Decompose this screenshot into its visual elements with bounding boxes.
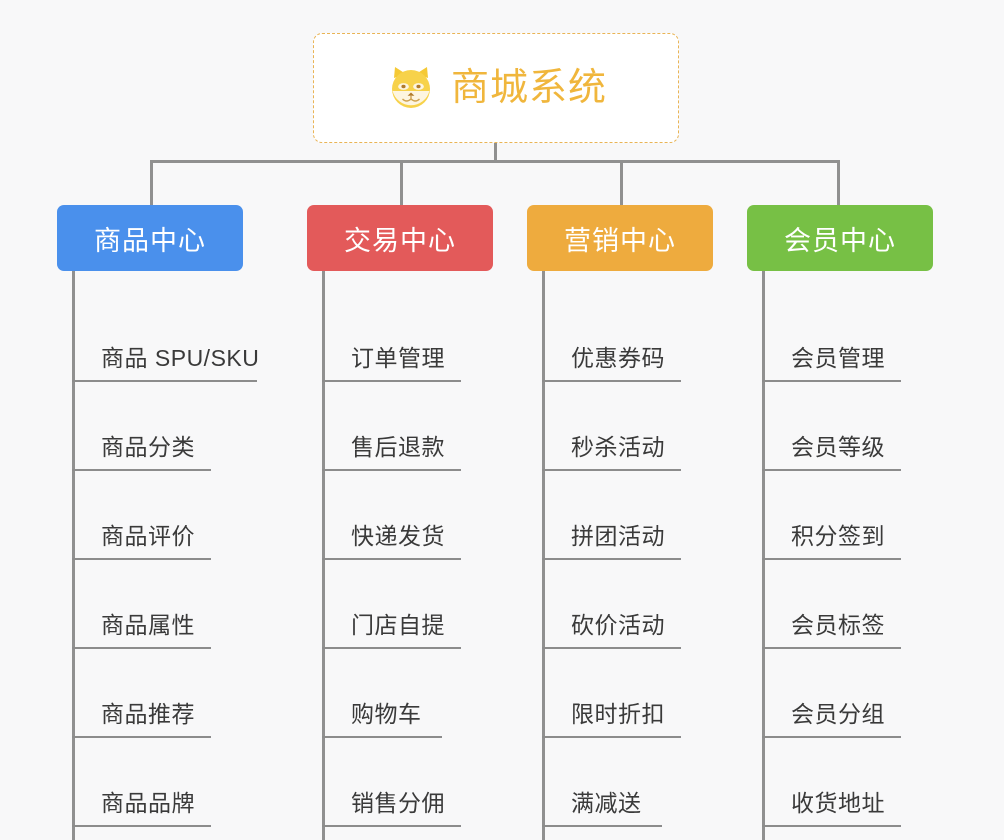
list-item[interactable]: 砍价活动: [527, 560, 727, 649]
leaf-label: 会员等级: [791, 434, 885, 461]
list-item[interactable]: 商品推荐: [57, 649, 257, 738]
list-item[interactable]: 购物车: [307, 649, 507, 738]
leaf-list-marketing-center: 优惠券码 秒杀活动 拼团活动 砍价活动 限时折扣 满减送: [527, 271, 727, 827]
leaf-list-product-center: 商品 SPU/SKU 商品分类 商品评价 商品属性 商品推荐 商品品牌: [57, 271, 260, 827]
leaf-label: 满减送: [571, 790, 642, 817]
leaf-label: 商品推荐: [101, 701, 195, 728]
leaf-label: 商品分类: [101, 434, 195, 461]
branch-marketing-center: 营销中心 优惠券码 秒杀活动 拼团活动 砍价活动 限时折扣 满减送: [527, 205, 727, 840]
category-label: 交易中心: [344, 225, 456, 256]
leaf-label: 会员管理: [791, 345, 885, 372]
list-item[interactable]: 限时折扣: [527, 649, 727, 738]
list-item[interactable]: 会员等级: [747, 382, 947, 471]
leaf-label: 拼团活动: [571, 523, 665, 550]
leaf-label: 限时折扣: [571, 701, 665, 728]
list-item[interactable]: 会员管理: [747, 293, 947, 382]
leaf-label: 快递发货: [351, 523, 445, 550]
list-item[interactable]: 秒杀活动: [527, 382, 727, 471]
connector-drop-marketing-center: [620, 160, 623, 206]
list-item[interactable]: 收货地址: [747, 738, 947, 827]
connector-root-stem: [494, 143, 497, 163]
leaf-label: 收货地址: [791, 790, 885, 817]
category-header-member-center[interactable]: 会员中心: [747, 205, 933, 271]
leaf-label: 购物车: [351, 701, 422, 728]
leaf-label: 会员标签: [791, 612, 885, 639]
list-item[interactable]: 会员标签: [747, 560, 947, 649]
list-item[interactable]: 积分签到: [747, 471, 947, 560]
list-item[interactable]: 售后退款: [307, 382, 507, 471]
connector-drop-product-center: [150, 160, 153, 206]
leaf-label: 售后退款: [351, 434, 445, 461]
leaf-label: 优惠券码: [571, 345, 665, 372]
leaf-label: 商品属性: [101, 612, 195, 639]
leaf-label: 销售分佣: [351, 790, 445, 817]
leaf-list-member-center: 会员管理 会员等级 积分签到 会员标签 会员分组 收货地址: [747, 271, 947, 827]
root-title: 商城系统: [450, 67, 607, 109]
connector-drop-trade-center: [400, 160, 403, 206]
list-item[interactable]: 满减送: [527, 738, 727, 827]
list-item[interactable]: 拼团活动: [527, 471, 727, 560]
branch-product-center: 商品中心 商品 SPU/SKU 商品分类 商品评价 商品属性 商品推荐 商品品牌: [57, 205, 260, 840]
category-label: 会员中心: [784, 225, 896, 256]
leaf-label: 商品品牌: [101, 790, 195, 817]
connector-drop-member-center: [837, 160, 840, 206]
root-node[interactable]: 商城系统: [313, 33, 679, 143]
category-header-trade-center[interactable]: 交易中心: [307, 205, 493, 271]
list-item[interactable]: 订单管理: [307, 293, 507, 382]
list-item[interactable]: 商品 SPU/SKU: [57, 293, 260, 382]
leaf-label: 商品评价: [101, 523, 195, 550]
branch-spine: [542, 271, 545, 840]
branch-member-center: 会员中心 会员管理 会员等级 积分签到 会员标签 会员分组 收货地址: [747, 205, 947, 840]
branch-spine: [762, 271, 765, 840]
leaf-label: 门店自提: [351, 612, 445, 639]
leaf-label: 积分签到: [791, 523, 885, 550]
connector-horizontal-bus: [150, 160, 840, 163]
leaf-label: 秒杀活动: [571, 434, 665, 461]
list-item[interactable]: 优惠券码: [527, 293, 727, 382]
branch-trade-center: 交易中心 订单管理 售后退款 快递发货 门店自提 购物车 销售分佣: [307, 205, 507, 840]
list-item[interactable]: 商品评价: [57, 471, 257, 560]
category-label: 营销中心: [564, 225, 676, 256]
shiba-dog-face-icon: [385, 62, 437, 114]
list-item[interactable]: 商品品牌: [57, 738, 257, 827]
leaf-label: 商品 SPU/SKU: [101, 345, 260, 372]
leaf-label: 订单管理: [351, 345, 445, 372]
list-item[interactable]: 商品属性: [57, 560, 257, 649]
category-header-marketing-center[interactable]: 营销中心: [527, 205, 713, 271]
list-item[interactable]: 销售分佣: [307, 738, 507, 827]
branch-spine: [322, 271, 325, 840]
branch-spine: [72, 271, 75, 840]
leaf-list-trade-center: 订单管理 售后退款 快递发货 门店自提 购物车 销售分佣: [307, 271, 507, 827]
category-label: 商品中心: [94, 225, 206, 256]
leaf-label: 会员分组: [791, 701, 885, 728]
category-header-product-center[interactable]: 商品中心: [57, 205, 243, 271]
list-item[interactable]: 门店自提: [307, 560, 507, 649]
list-item[interactable]: 会员分组: [747, 649, 947, 738]
leaf-label: 砍价活动: [571, 612, 665, 639]
list-item[interactable]: 快递发货: [307, 471, 507, 560]
list-item[interactable]: 商品分类: [57, 382, 257, 471]
